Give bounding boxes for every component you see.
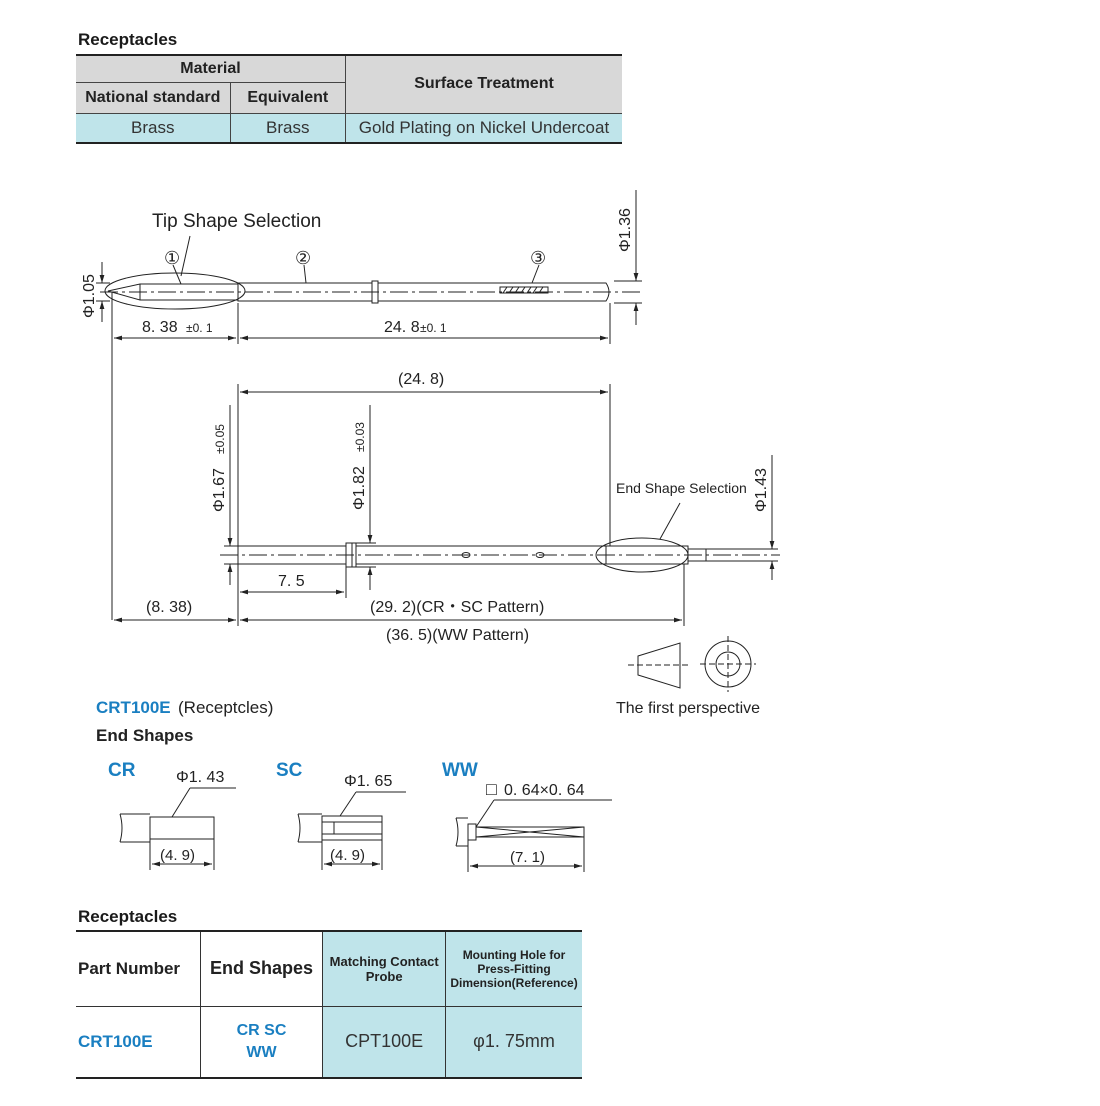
tip-selection-ellipse	[104, 272, 246, 310]
receptacles-table-title: Receptacles	[78, 907, 178, 926]
dim-365-label: (36. 5)(WW Pattern)	[386, 627, 529, 644]
surface-treatment-header: Surface Treatment	[344, 54, 622, 114]
dia-105-label: Φ1.05	[81, 274, 98, 318]
tip-shape-label: Tip Shape Selection	[152, 211, 321, 232]
dia-143-label: Φ1.43	[753, 468, 770, 512]
equivalent-header: Equivalent	[229, 81, 346, 114]
national-standard-value: Brass	[76, 112, 231, 144]
dim-838-tolerance: ±0. 1	[186, 321, 213, 335]
perspective-label: The first perspective	[616, 700, 760, 717]
row-end-shapes-line1: CR SC	[236, 1021, 287, 1039]
sc-end-shape	[297, 791, 406, 870]
dim-838-value: 8. 38	[142, 319, 178, 336]
row-end-shapes-line2: WW	[246, 1043, 277, 1061]
cr-length-label: (4. 9)	[160, 847, 195, 864]
dim-838-reference: (8. 38)	[146, 599, 192, 616]
surface-treatment-value: Gold Plating on Nickel Undercoat	[344, 112, 622, 144]
dim-75-label: 7. 5	[278, 573, 305, 590]
equivalent-value: Brass	[229, 112, 346, 144]
material-table: Material Surface Treatment National stan…	[76, 54, 622, 144]
sc-dia-label: Φ1. 65	[344, 773, 392, 790]
end-shapes-title: End Shapes	[96, 726, 193, 745]
dia-136-label: Φ1.36	[617, 208, 634, 252]
row-matching-probe: CPT100E	[322, 1005, 447, 1079]
marker-3: ③	[530, 248, 546, 268]
dim-292-label: (29. 2)(CR・SC Pattern)	[370, 599, 544, 616]
ww-length-label: (7. 1)	[510, 849, 545, 866]
material-header: Material	[76, 54, 346, 83]
marker-1: ①	[164, 248, 180, 268]
dia-182-label: Φ1.82	[351, 466, 368, 510]
dia-167-tolerance: ±0.05	[213, 424, 227, 454]
row-part-number: CRT100E	[76, 1005, 201, 1079]
row-mounting-hole: φ1. 75mm	[445, 1005, 582, 1079]
material-section-title: Receptacles	[78, 30, 178, 49]
dia-167-label: Φ1.67	[211, 468, 228, 512]
part-code-label: CRT100E	[96, 698, 171, 717]
ww-label: WW	[442, 760, 478, 781]
technical-drawing: Tip Shape Selection ① ② ③ Φ1.05 Φ1.36 8.…	[81, 190, 780, 872]
ww-end-shape	[455, 799, 612, 872]
col-part-number: Part Number	[76, 930, 201, 1007]
cr-label: CR	[108, 760, 136, 781]
col-end-shapes: End Shapes	[199, 930, 324, 1007]
probe-pin-drawing	[107, 280, 610, 304]
dim-248-reference: (24. 8)	[398, 371, 444, 388]
first-angle-projection-symbol	[628, 636, 756, 692]
end-shape-label: End Shape Selection	[616, 480, 747, 496]
marker-2: ②	[295, 248, 311, 268]
ww-dia-label: 0. 64×0. 64	[504, 782, 585, 799]
col-matching-probe: Matching Contact Probe	[322, 930, 447, 1007]
col-mounting-hole: Mounting Hole for Press-Fitting Dimensio…	[445, 930, 582, 1007]
sc-label: SC	[276, 760, 303, 781]
ww-square-icon: □	[486, 779, 497, 799]
cr-dia-label: Φ1. 43	[176, 769, 224, 786]
cr-end-shape	[119, 787, 236, 870]
sc-length-label: (4. 9)	[330, 847, 365, 864]
dim-248-tolerance: ±0. 1	[420, 321, 447, 335]
receptacles-table: Part Number End Shapes Matching Contact …	[76, 930, 582, 1079]
dia-182-tolerance: ±0.03	[353, 422, 367, 452]
part-code-suffix: (Receptcles)	[178, 698, 273, 717]
dim-248-value: 24. 8	[384, 319, 420, 336]
end-selection-ellipse	[595, 537, 689, 573]
row-end-shapes: CR SC WW	[199, 1005, 324, 1079]
national-standard-header: National standard	[76, 81, 231, 114]
